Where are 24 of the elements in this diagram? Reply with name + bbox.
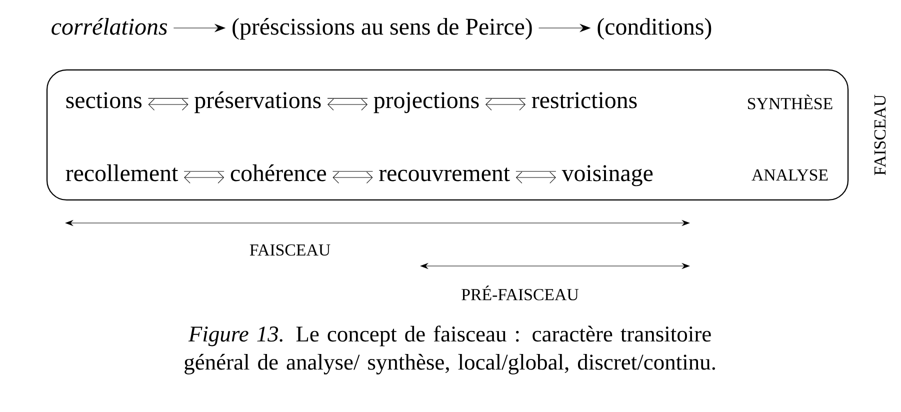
arrow: [485, 98, 526, 110]
term: (conditions): [598, 18, 712, 40]
term: projections: [374, 92, 479, 114]
term: recollement: [66, 164, 178, 182]
arrow: [184, 171, 224, 184]
arrow: [148, 98, 189, 110]
arrow: [327, 98, 368, 110]
side-label: SYNTHÈSE: [748, 94, 832, 110]
term: corrélations: [52, 18, 168, 35]
caption: Figure 13. Le concept de faisceau : caractère transitoire général de analyse/ synthèse, local/global, discret/continu.: [184, 326, 715, 374]
term: préservations: [194, 91, 321, 114]
arrow: [332, 171, 373, 184]
term: voisinage: [562, 165, 653, 186]
arrow: [516, 171, 556, 184]
side-label: ANALYSE: [752, 169, 828, 181]
range-label: PRÉ-FAISCEAU: [462, 286, 579, 300]
rounded-box: [46, 69, 849, 201]
range-label: FAISCEAU: [250, 244, 330, 256]
term: sections: [66, 92, 142, 108]
term: (préscissions au sens de Peirce): [232, 18, 532, 40]
term: cohérence: [230, 164, 326, 182]
term: restrictions: [532, 92, 637, 108]
vertical-label: FAISCEAU: [874, 94, 886, 176]
term: recouvrement: [379, 168, 510, 182]
